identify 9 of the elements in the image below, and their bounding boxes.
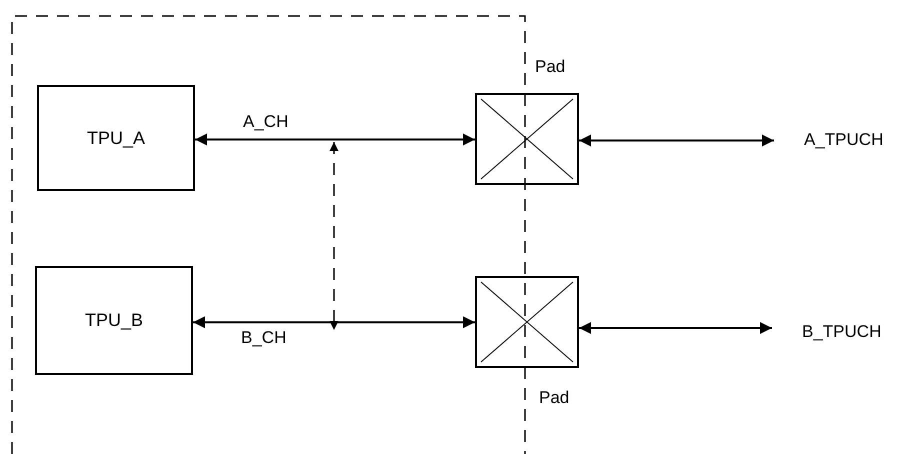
- block-box: [35, 266, 193, 375]
- pad-label: Pad: [539, 388, 570, 408]
- signal-label: B_TPUCH: [802, 322, 882, 341]
- signal-label: A_TPUCH: [804, 130, 884, 149]
- edge-label: B_CH: [239, 328, 288, 348]
- block-label: TPU_A: [86, 128, 146, 148]
- block-box: [37, 85, 195, 191]
- block-label: TPU_B: [84, 310, 144, 331]
- pad-label: Pad: [535, 57, 566, 77]
